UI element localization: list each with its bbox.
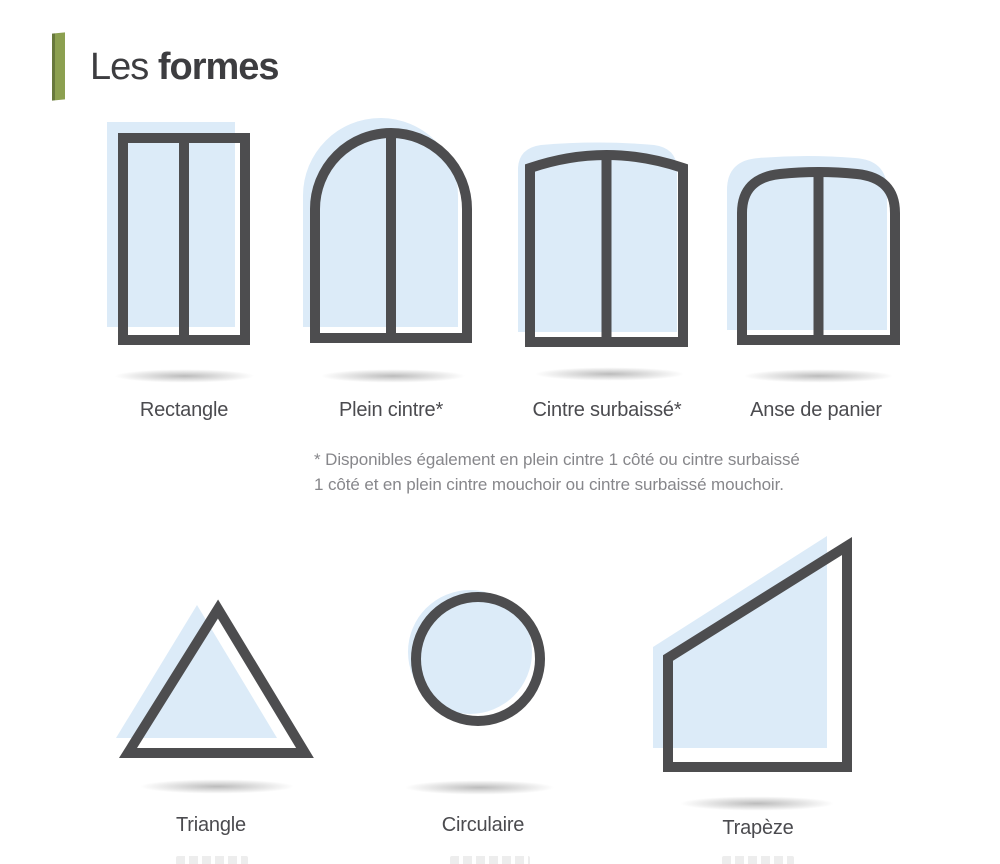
anse-de-panier-backdrop-shape: [727, 156, 887, 330]
plein-cintre-window-figure: [303, 118, 472, 343]
shape-label-rectangle: Rectangle: [139, 399, 229, 421]
cintre-surbaisse-window-figure: [518, 142, 688, 347]
plein-cintre-backdrop-shape: [303, 118, 458, 327]
triangle-outline: [118, 599, 314, 758]
trapeze-figure: [653, 536, 852, 772]
circle-outline: [411, 592, 545, 726]
footnote-line-2: 1 côté et en plein cintre mouchoir ou ci…: [314, 475, 784, 494]
footnote: * Disponibles également en plein cintre …: [314, 447, 800, 497]
cintre-surbaisse-backdrop-shape: [518, 142, 677, 332]
triangle-shadow: [137, 779, 297, 794]
rectangle-backdrop-shape: [107, 122, 235, 327]
shape-label-triangle: Triangle: [176, 814, 246, 836]
circle-figure: [408, 590, 545, 726]
circle-shadow: [402, 780, 557, 795]
page-title: Les formes: [90, 46, 280, 89]
shape-label-cintre-surbaisse: Cintre surbaissé*: [532, 399, 682, 421]
shape-label-plein-cintre: Plein cintre*: [338, 399, 444, 421]
cintre-surbaisse-window-frame: [525, 150, 688, 347]
triangle-figure: [116, 599, 314, 758]
trapeze-backdrop-shape: [653, 536, 827, 748]
accent-bar: [52, 32, 65, 101]
cutoff-caption-triangle: [176, 856, 248, 864]
rectangle-window-figure: [107, 122, 250, 345]
cintre-surbaisse-shadow: [532, 367, 687, 381]
circle-backdrop-shape: [408, 590, 532, 714]
rectangle-shadow: [112, 369, 257, 383]
plein-cintre-shadow: [318, 369, 468, 383]
cutoff-caption-circulaire: [450, 856, 530, 864]
footnote-line-1: * Disponibles également en plein cintre …: [314, 450, 800, 469]
anse-de-panier-window-figure: [727, 156, 900, 345]
trapeze-outline: [663, 536, 852, 772]
cutoff-caption-trapeze: [722, 856, 794, 864]
page-title-light: Les: [90, 46, 149, 88]
anse-de-panier-shadow: [741, 369, 896, 383]
shape-label-anse-de-panier: Anse de panier: [750, 399, 882, 421]
trapeze-shadow: [677, 796, 837, 811]
shape-label-trapeze: Trapèze: [722, 817, 794, 839]
shape-label-circulaire: Circulaire: [441, 814, 525, 836]
page-title-bold: formes: [157, 46, 280, 88]
